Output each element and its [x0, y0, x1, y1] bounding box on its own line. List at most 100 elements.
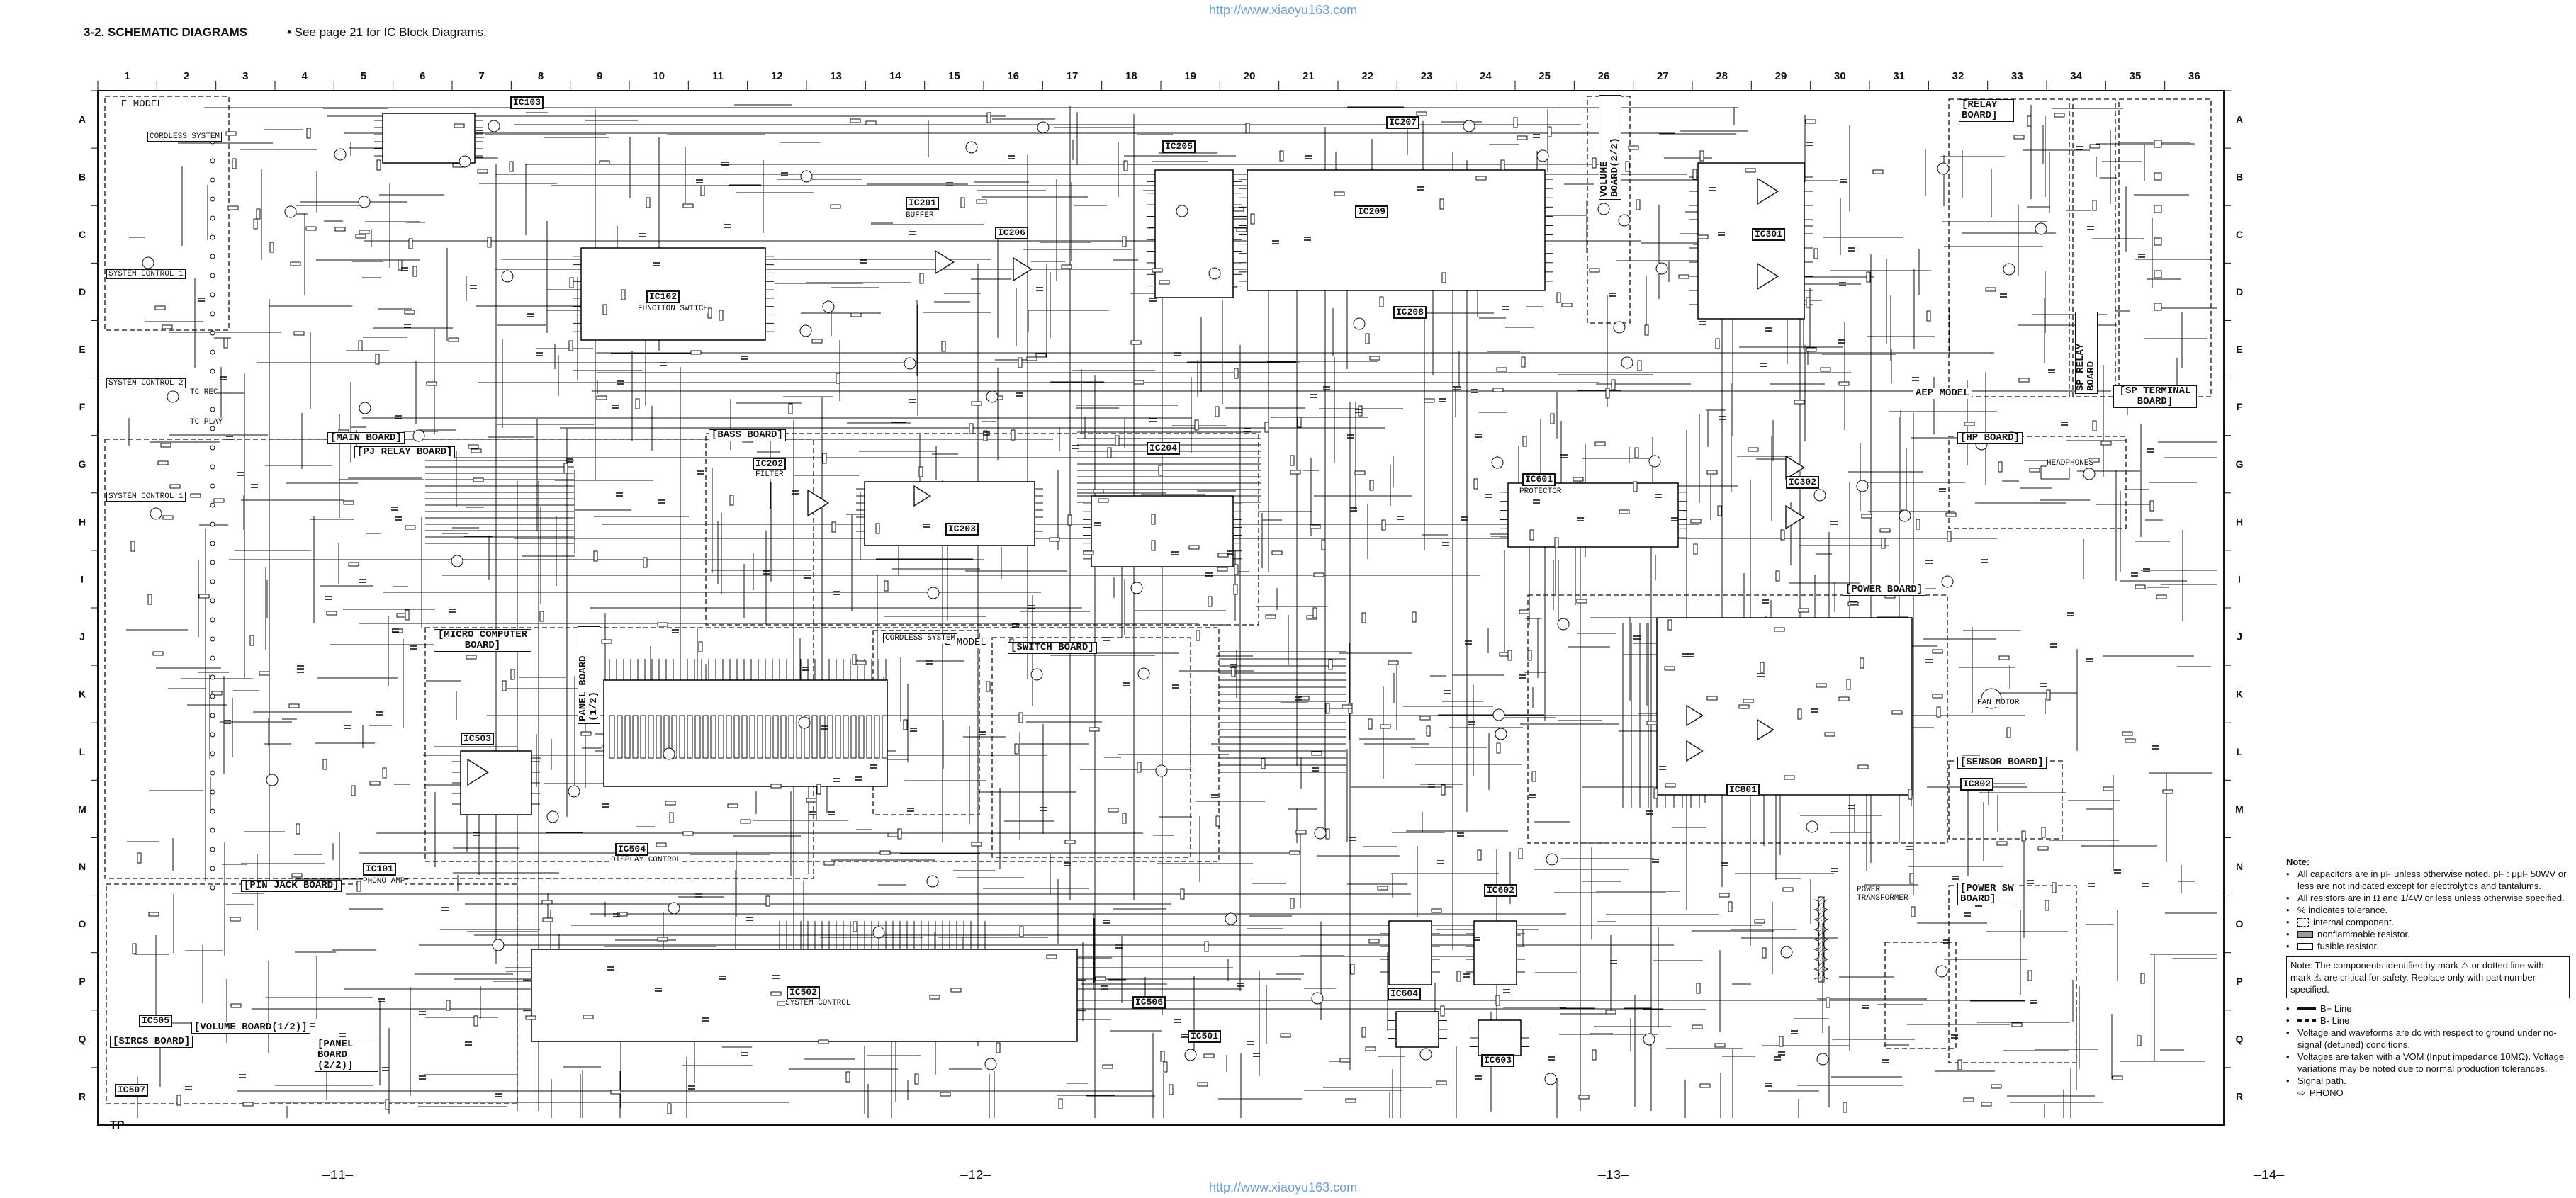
resistor — [1279, 150, 1284, 162]
ic-body — [1388, 920, 1432, 985]
resistor — [1748, 447, 1759, 452]
resistor — [1578, 1095, 1590, 1100]
resistor — [1361, 612, 1366, 623]
notes-title: Note: — [2286, 857, 2310, 867]
resistor — [1261, 758, 1266, 769]
resistor — [2125, 738, 2136, 743]
column-label: 27 — [1657, 70, 1669, 82]
transistor — [167, 390, 179, 403]
resistor — [2092, 420, 2097, 431]
resistor — [1696, 983, 1701, 994]
resistor — [657, 622, 668, 627]
resistor — [1380, 724, 1391, 729]
transistor — [546, 810, 559, 823]
note-line: •Voltages are taken with a VOM (Input im… — [2286, 1051, 2565, 1074]
transistor — [800, 170, 813, 183]
connector-pin — [210, 330, 215, 336]
resistor — [1419, 716, 1431, 721]
resistor — [1926, 310, 1931, 322]
resistor — [2013, 135, 2025, 140]
display-segment — [624, 715, 631, 759]
column-label: 35 — [2130, 70, 2142, 82]
row-label-right: Q — [2236, 1033, 2244, 1044]
resistor — [1518, 848, 1523, 859]
resistor — [2021, 830, 2026, 842]
resistor — [1826, 997, 1830, 1008]
board-outline — [991, 637, 1191, 858]
display-segment — [632, 715, 639, 759]
board-label-panel-1: PANEL BOARD (1/2) — [578, 626, 600, 724]
resistor — [1204, 941, 1209, 952]
resistor — [1592, 157, 1597, 169]
column-label: 33 — [2011, 70, 2023, 82]
resistor — [1159, 280, 1170, 285]
resistor — [596, 395, 607, 400]
note-line: •Voltage and waveforms are dc with respe… — [2286, 1027, 2557, 1050]
opamp-symbol — [1785, 455, 1805, 480]
opamp-symbol — [1757, 177, 1779, 205]
transistor — [1544, 1073, 1557, 1085]
resistor — [818, 1039, 829, 1044]
transistor — [359, 402, 371, 414]
ic-label: IC502 — [787, 986, 821, 999]
headphone-jack — [2040, 465, 2070, 480]
resistor — [1298, 696, 1310, 701]
resistor — [971, 401, 982, 406]
resistor — [1152, 268, 1163, 273]
resistor — [929, 995, 940, 1000]
display-segment — [757, 715, 763, 759]
resistor — [1636, 199, 1641, 210]
resistor — [1369, 356, 1380, 361]
connector-pin — [210, 407, 215, 412]
resistor — [1365, 333, 1370, 344]
transistor — [984, 1058, 997, 1070]
b-minus-line-icon — [2297, 1019, 2316, 1027]
resistor — [1368, 939, 1380, 944]
resistor — [580, 731, 592, 736]
ic-label: IC205 — [1162, 140, 1196, 153]
column-label: 6 — [420, 70, 425, 82]
resistor — [1215, 815, 1220, 827]
resistor — [1014, 743, 1019, 755]
terminal — [2154, 303, 2162, 311]
signal-label: CORDLESS SYSTEM — [147, 132, 223, 142]
connector-pin — [210, 674, 215, 680]
display-segment — [718, 715, 724, 759]
board-label-pin-jack: [PIN JACK BOARD] — [241, 880, 342, 892]
resistor — [1576, 599, 1587, 604]
resistor — [1697, 234, 1709, 239]
resistor — [852, 654, 857, 665]
resistor — [1093, 489, 1104, 494]
resistor — [1431, 908, 1442, 913]
row-label-right: H — [2236, 516, 2243, 527]
resistor — [1290, 470, 1301, 475]
watermark-top[interactable]: http://www.xiaoyu163.com — [1209, 3, 1358, 17]
connector-pin — [210, 866, 215, 871]
resistor — [1820, 367, 1831, 372]
resistor — [1932, 694, 1943, 699]
transistor — [1780, 946, 1793, 959]
resistor — [1561, 303, 1573, 307]
watermark-bottom[interactable]: http://www.xiaoyu163.com — [1209, 1180, 1358, 1194]
resistor — [510, 669, 515, 680]
resistor — [1715, 338, 1720, 349]
opamp-symbol — [913, 485, 931, 507]
note-item: •fusible resistor. — [2286, 941, 2379, 951]
page-number: —11— — [322, 1169, 354, 1183]
resistor — [2140, 973, 2145, 984]
ic-body — [1478, 1019, 1522, 1056]
ic-label: IC506 — [1132, 996, 1166, 1009]
column-label: 26 — [1598, 70, 1610, 82]
resistor — [845, 1071, 850, 1083]
resistor — [1083, 550, 1094, 555]
column-label: 2 — [184, 70, 189, 82]
resistor — [468, 444, 479, 449]
connector-pin — [210, 426, 215, 431]
resistor — [405, 525, 416, 530]
connector-pin — [210, 311, 215, 317]
column-label: 31 — [1893, 70, 1905, 82]
resistor — [1780, 529, 1785, 541]
resistor — [2112, 1075, 2123, 1080]
resistor — [1981, 1102, 1992, 1107]
resistor — [358, 340, 363, 351]
